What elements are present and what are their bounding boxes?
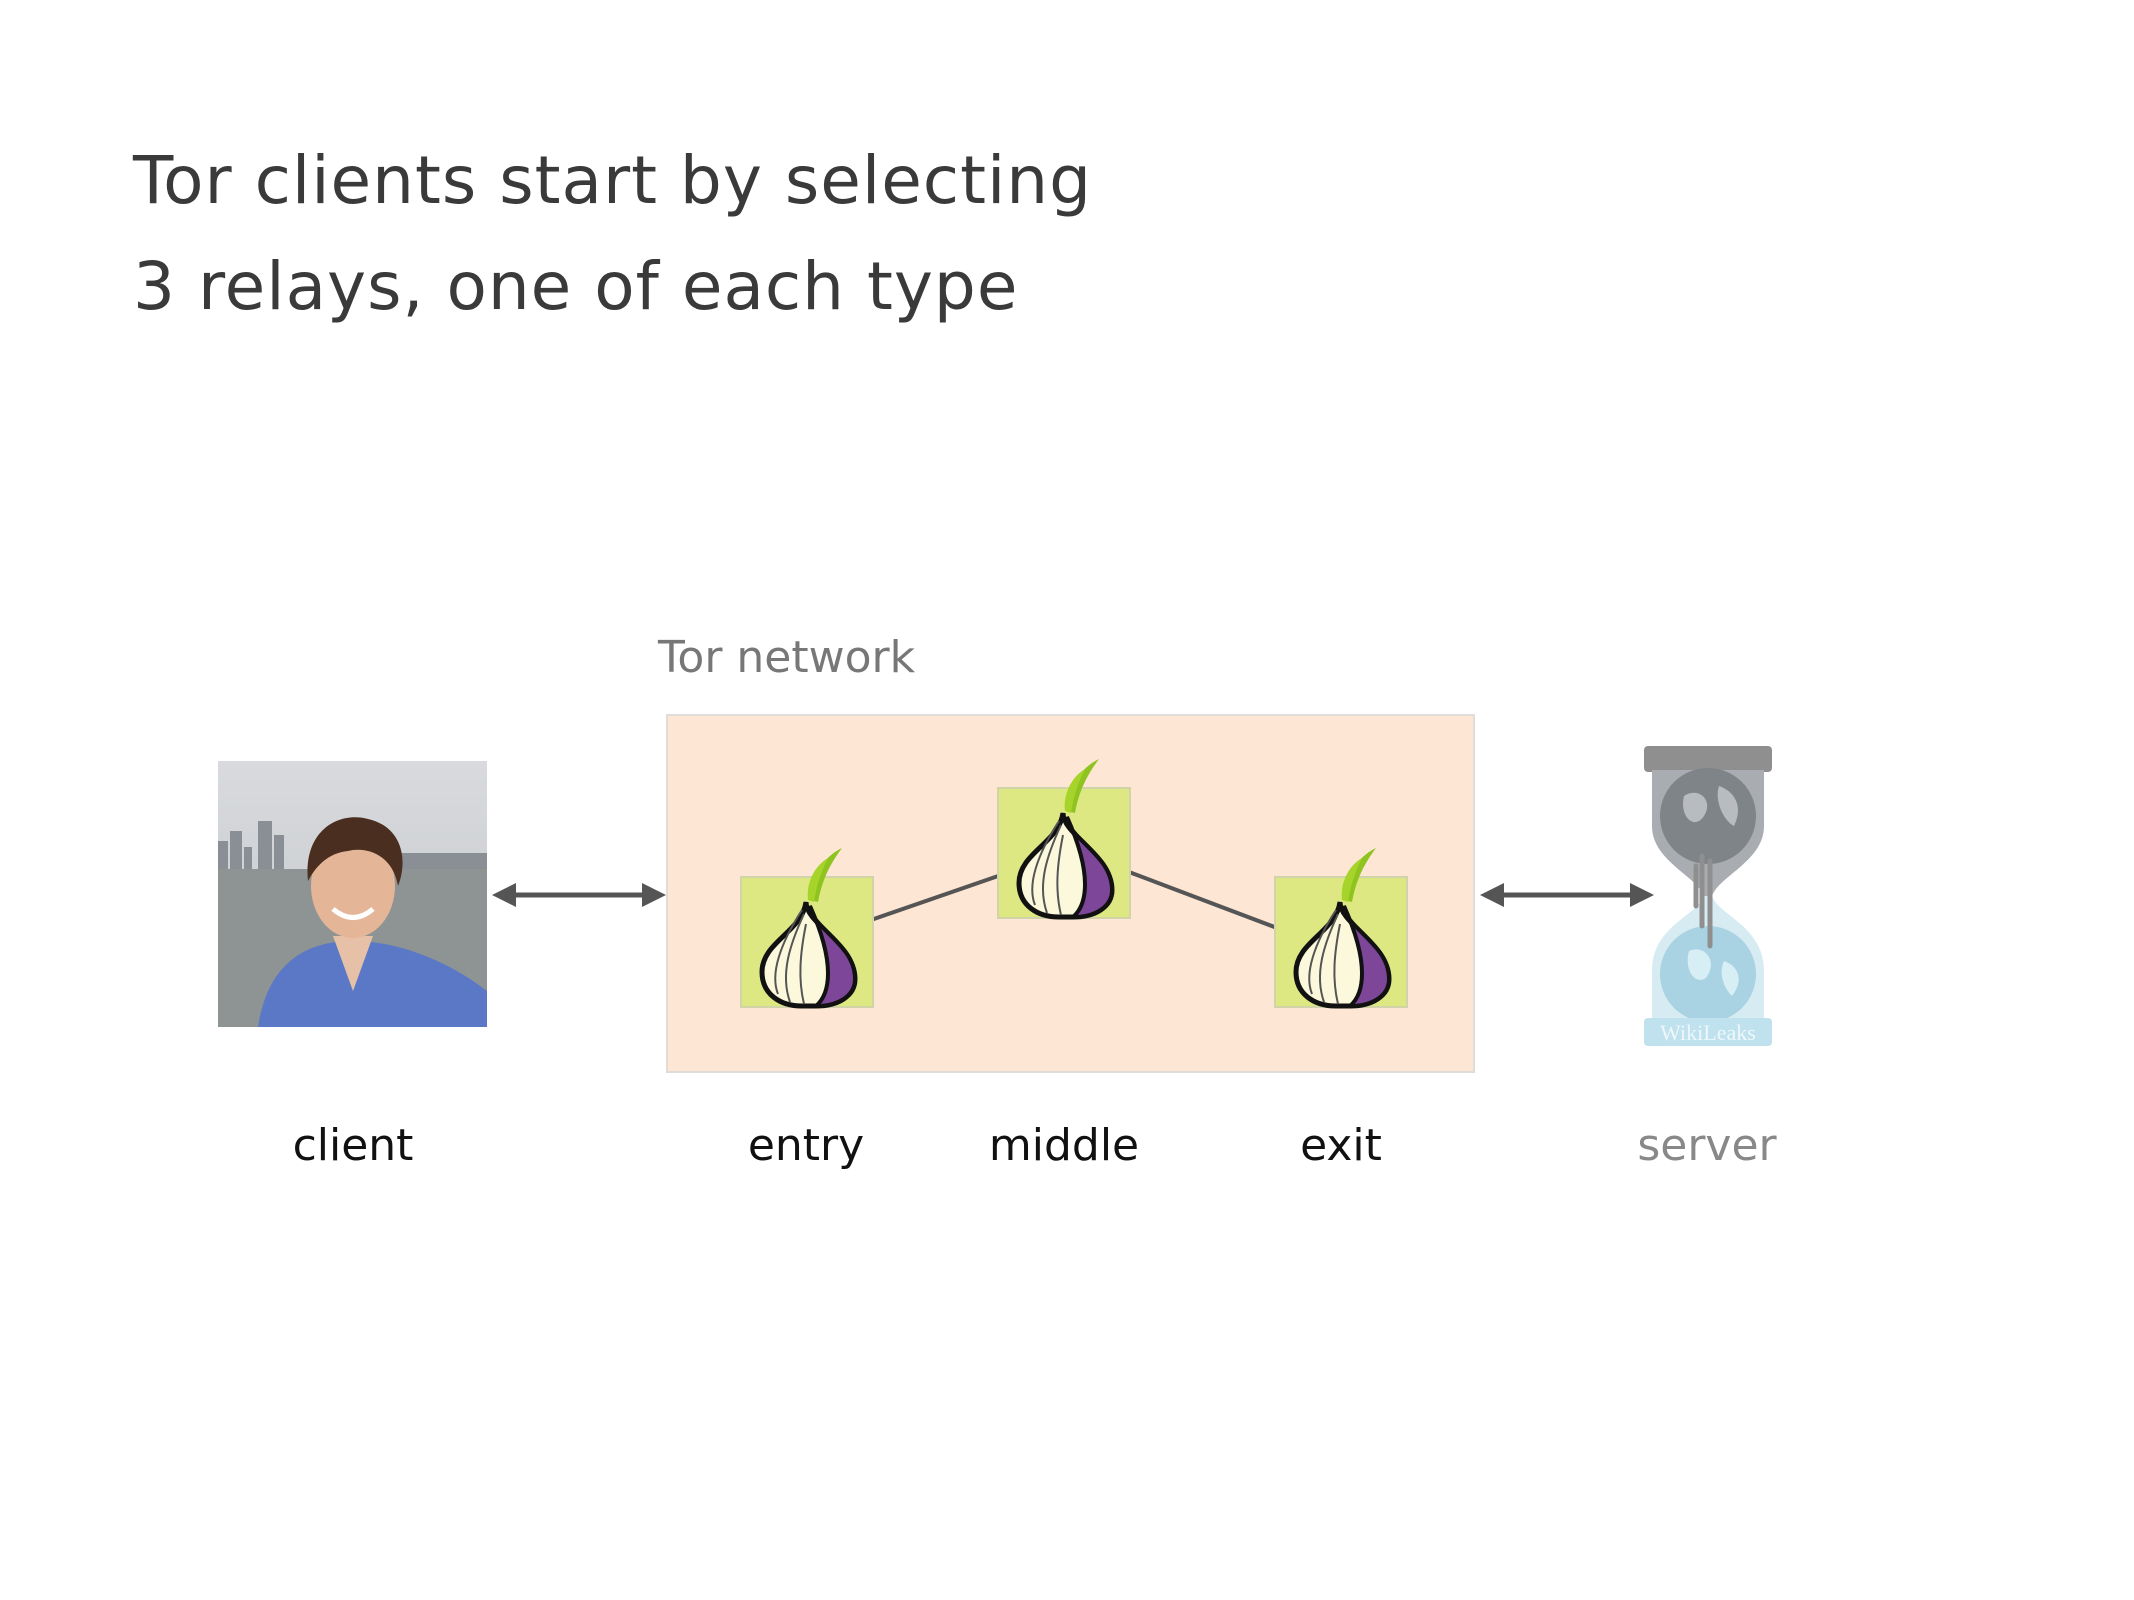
wikileaks-hourglass-logo: WikiLeaks <box>1644 746 1772 1046</box>
label-server: server <box>1637 1120 1777 1171</box>
exit-relay <box>1274 848 1408 1009</box>
label-middle: middle <box>988 1120 1140 1171</box>
tor-onion-icon <box>1016 759 1115 920</box>
exit-server-arrow <box>1480 883 1654 907</box>
middle-relay <box>997 759 1131 920</box>
tor-onion-icon <box>759 848 858 1009</box>
title-line-2: 3 relays, one of each type <box>133 248 1019 325</box>
tor-network-label: Tor network <box>658 632 916 683</box>
label-client: client <box>292 1120 414 1171</box>
label-exit: exit <box>1300 1120 1382 1171</box>
title-line-1: Tor clients start by selecting <box>133 142 1093 219</box>
label-entry: entry <box>747 1120 865 1171</box>
tor-onion-icon <box>1293 848 1392 1009</box>
entry-relay <box>740 848 874 1009</box>
client-entry-arrow <box>492 883 666 907</box>
client-photo <box>218 761 488 1027</box>
wikileaks-logo-text: WikiLeaks <box>1660 1020 1756 1045</box>
